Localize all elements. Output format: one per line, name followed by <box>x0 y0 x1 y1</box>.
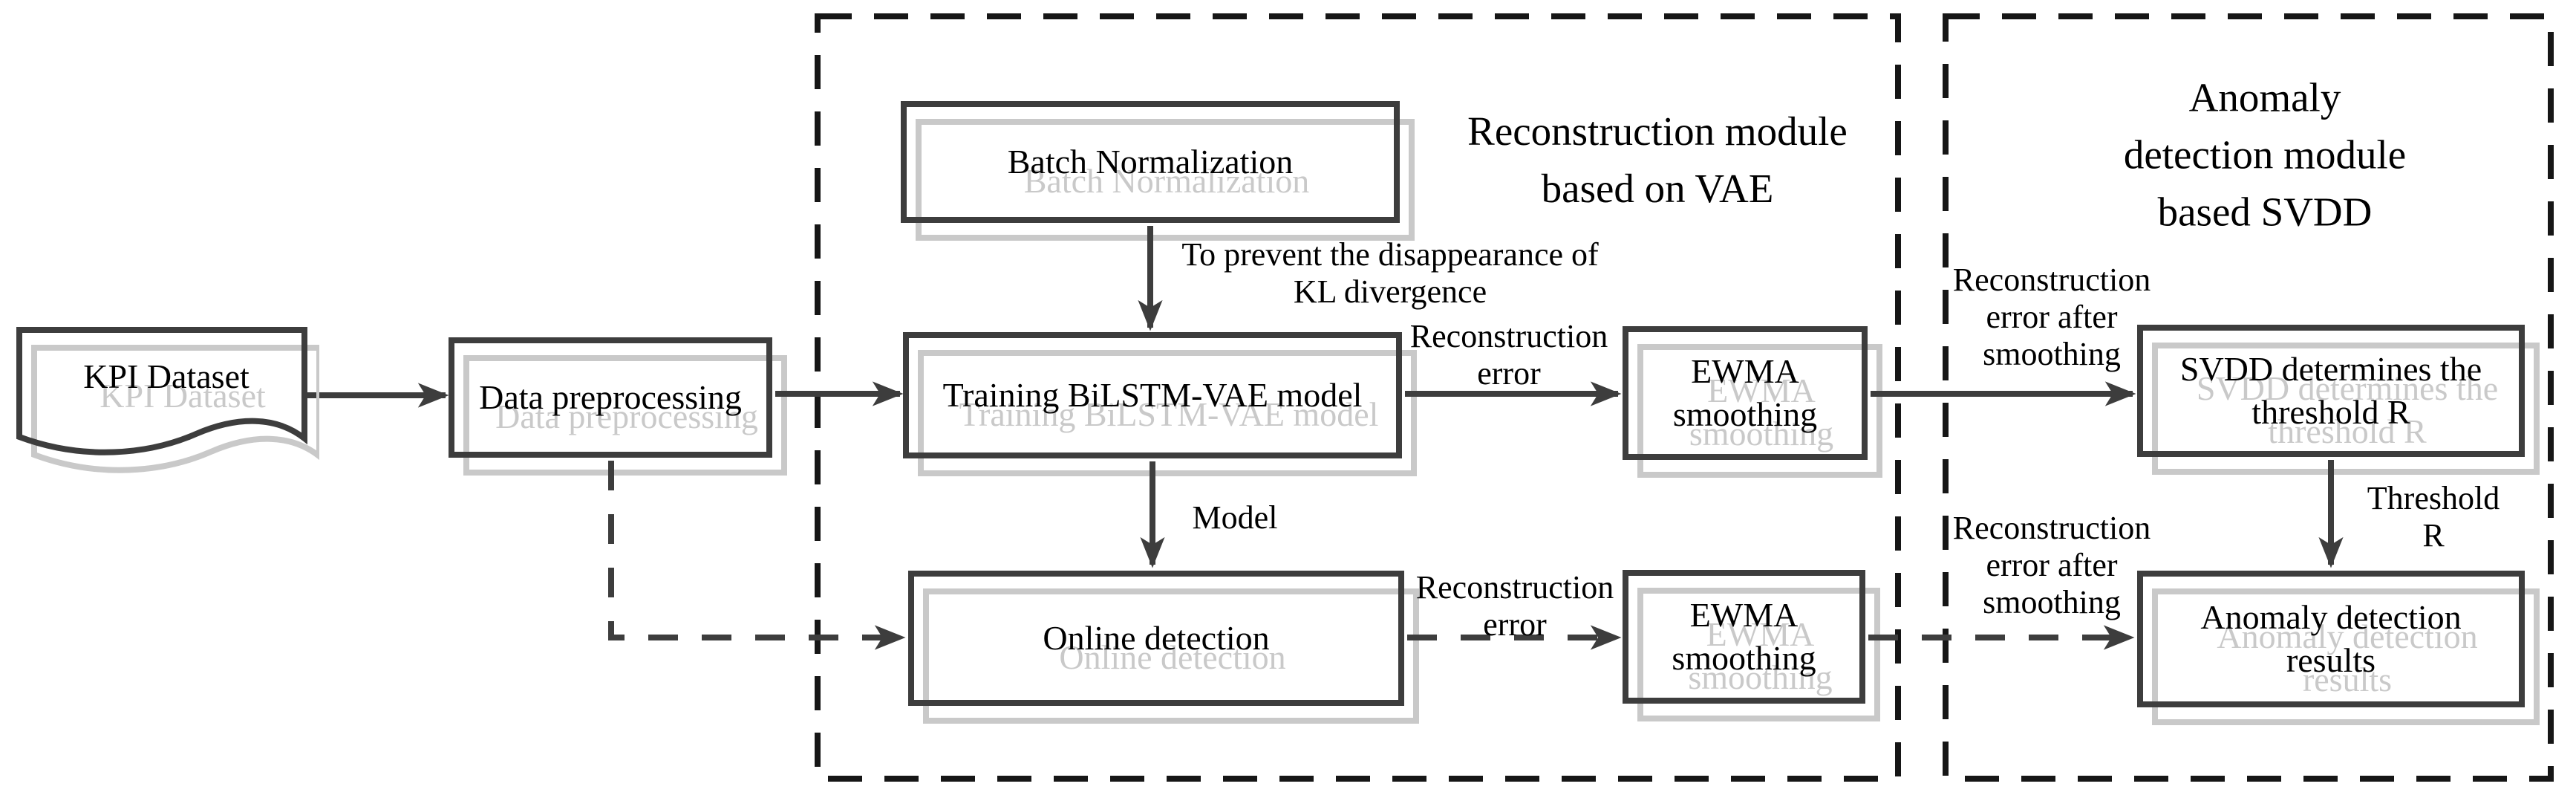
document-shape <box>16 327 322 473</box>
node-ewma-smoothing-top: EWMA smoothing <box>1623 326 1868 460</box>
svdd-module-title: Anomaly detection module based SVDD <box>2123 74 2407 235</box>
node-svdd-threshold: SVDD determines the threshold R <box>2137 325 2525 457</box>
edge-label-reconstruction-error-top: Reconstruction error <box>1409 318 1608 392</box>
svdd-module-container <box>1943 13 2554 782</box>
node-kpi-dataset: KPI Dataset <box>13 324 322 483</box>
document-shape-shadow <box>31 345 322 473</box>
edge-label-recon-after-smoothing-bottom: Reconstruction error after smoothing <box>1952 510 2151 620</box>
vae-module-title: Reconstruction module based on VAE <box>1467 108 1848 211</box>
node-data-preprocessing: Data preprocessing <box>449 337 772 458</box>
node-anomaly-results: Anomaly detection results <box>2137 571 2525 707</box>
node-batch-normalization: Batch Normalization <box>901 101 1400 223</box>
node-training-bilstm-vae: Training BiLSTM-VAE model <box>903 332 1402 458</box>
edge-label-reconstruction-error-bottom: Reconstruction error <box>1415 569 1614 643</box>
edge-label-threshold-r: Threshold R <box>2367 480 2500 554</box>
node-ewma-smoothing-bottom: EWMA smoothing <box>1623 570 1865 704</box>
document-shape-outline <box>16 327 307 455</box>
kpi-dataset-label: KPI Dataset <box>83 357 250 395</box>
edge-label-recon-after-smoothing-top: Reconstruction error after smoothing <box>1952 262 2151 372</box>
edge-preprocess-to-online-dashed <box>608 461 906 650</box>
vae-module-container <box>815 13 1901 782</box>
edge-label-kl-divergence: To prevent the disappearance of KL diver… <box>1181 236 1599 310</box>
edge-label-model: Model <box>1192 499 1278 536</box>
node-online-detection: Online detection <box>908 571 1404 706</box>
